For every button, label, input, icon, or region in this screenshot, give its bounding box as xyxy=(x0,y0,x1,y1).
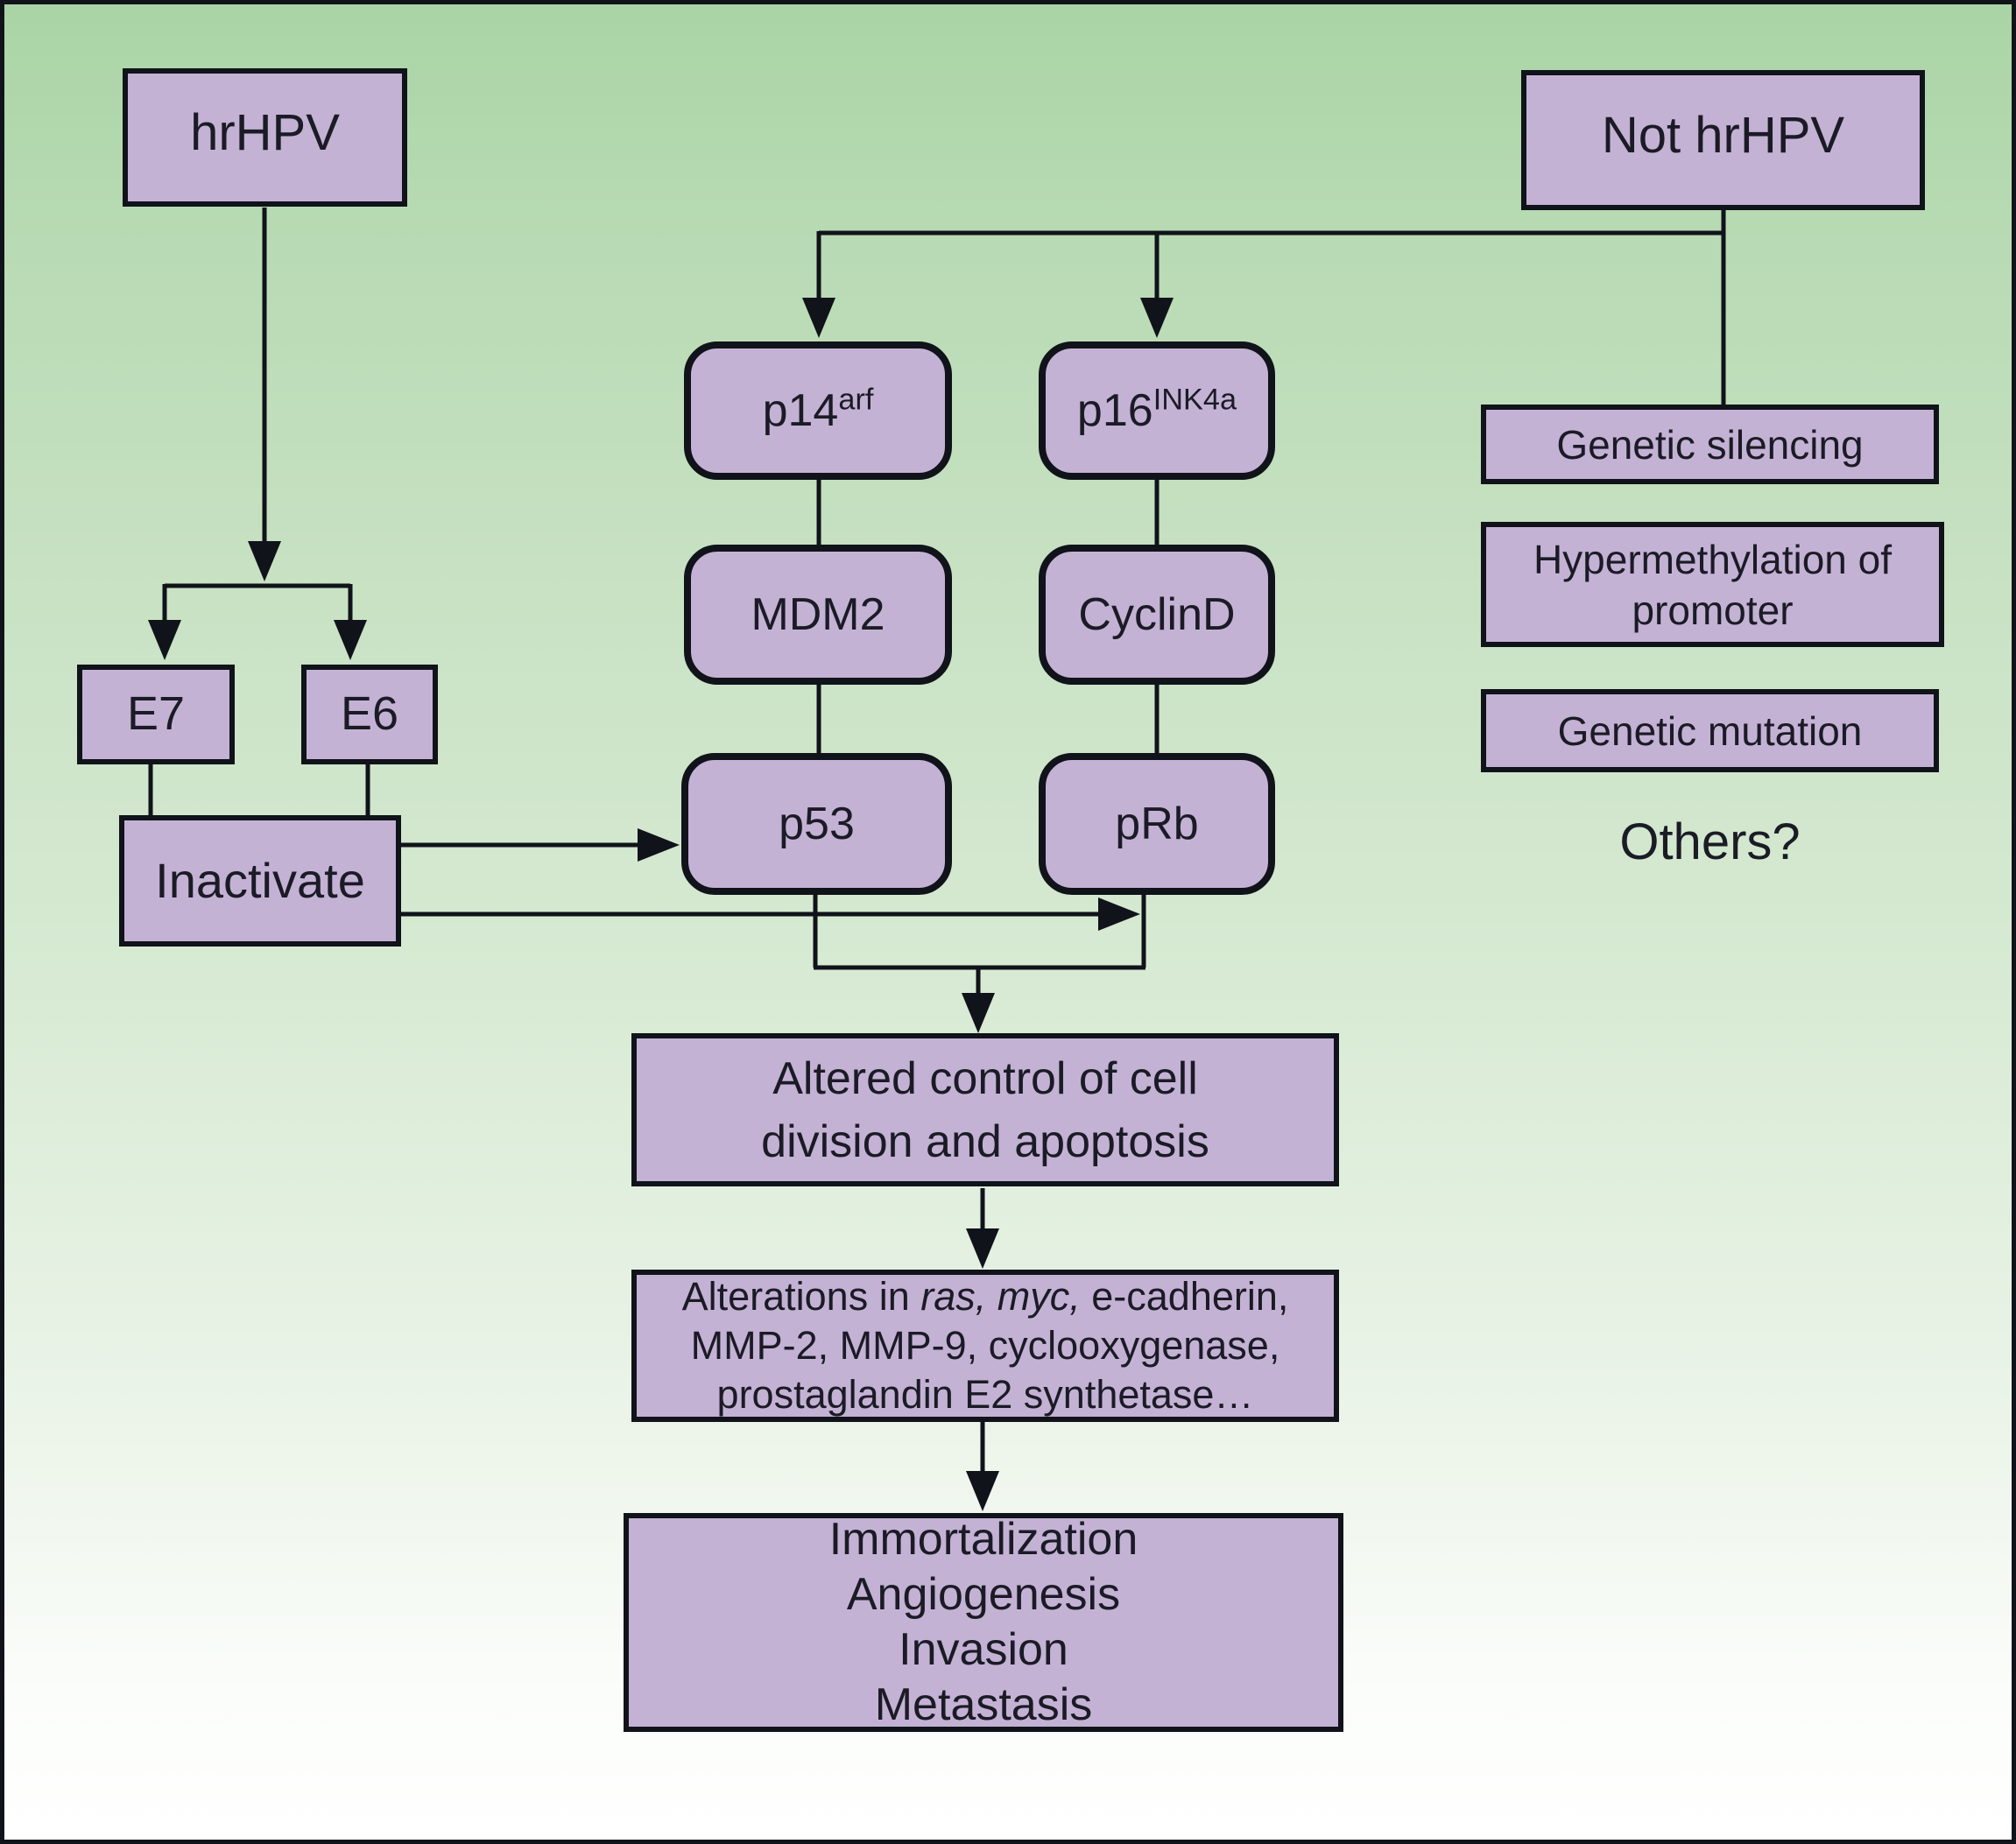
outcome-metastasis: Metastasis xyxy=(874,1679,1093,1730)
node-p16ink4a-label: p16INK4a xyxy=(1076,383,1237,436)
connector-p53-prb-junction xyxy=(813,895,1146,1033)
node-mdm2: MDM2 xyxy=(684,545,952,685)
connector-e7-e6-inactivate xyxy=(148,763,370,817)
node-genetic-silencing-label: Genetic silencing xyxy=(1556,421,1864,468)
node-alterations: Alterations in ras, myc, e-cadherin, MMP… xyxy=(631,1270,1339,1422)
node-cyclind-label: CyclinD xyxy=(1078,588,1236,640)
arrow-right-icon xyxy=(1098,897,1140,931)
arrow-down-icon xyxy=(966,1471,999,1511)
arrow-down-icon xyxy=(1140,298,1174,338)
outcome-angiogenesis: Angiogenesis xyxy=(846,1569,1121,1620)
node-e7: E7 xyxy=(77,665,235,764)
connector-altered-alterations xyxy=(966,1188,999,1269)
node-hypermethylation-line1: Hypermethylation of xyxy=(1533,536,1893,582)
others-label: Others? xyxy=(1619,813,1801,870)
node-p53-label: p53 xyxy=(779,798,855,849)
node-e6: E6 xyxy=(301,665,438,764)
arrow-down-icon xyxy=(966,1228,999,1269)
alterations-italic-genes: ras, myc, xyxy=(920,1274,1081,1319)
arrow-down-icon xyxy=(248,541,281,581)
node-genetic-mutation-label: Genetic mutation xyxy=(1557,707,1863,754)
connector-inactivate-p53 xyxy=(401,828,680,862)
node-altered-control: Altered control of cell division and apo… xyxy=(631,1033,1339,1186)
connector-alterations-outcomes xyxy=(966,1422,999,1511)
node-hrhpv: hrHPV xyxy=(123,68,407,207)
arrow-right-icon xyxy=(638,828,680,862)
node-p14arf: p14arf xyxy=(684,341,952,480)
node-alterations-line2: MMP-2, MMP-9, cyclooxygenase, xyxy=(690,1323,1280,1368)
node-alterations-line1: Alterations in ras, myc, e-cadherin, xyxy=(681,1274,1289,1319)
node-altered-control-line1: Altered control of cell xyxy=(772,1052,1198,1104)
node-hypermethylation-line2: promoter xyxy=(1632,587,1794,633)
node-genetic-mutation: Genetic mutation xyxy=(1481,689,1939,772)
arrow-down-icon xyxy=(802,298,835,338)
node-outcomes: Immortalization Angiogenesis Invasion Me… xyxy=(624,1513,1343,1732)
node-mdm2-label: MDM2 xyxy=(751,588,885,640)
node-genetic-silencing: Genetic silencing xyxy=(1481,405,1939,484)
node-e7-label: E7 xyxy=(126,687,186,741)
node-p16ink4a: p16INK4a xyxy=(1039,341,1275,480)
node-not-hrhpv-label: Not hrHPV xyxy=(1601,106,1845,164)
p14-superscript: arf xyxy=(838,383,874,417)
node-inactivate: Inactivate xyxy=(119,815,401,947)
arrow-down-icon xyxy=(148,620,181,660)
arrow-down-icon xyxy=(962,993,995,1033)
node-cyclind: CyclinD xyxy=(1039,545,1275,685)
node-e6-label: E6 xyxy=(340,687,399,741)
node-p14arf-label: p14arf xyxy=(762,383,874,436)
arrow-down-icon xyxy=(334,620,367,660)
connector-nothrhpv-branch xyxy=(802,210,1726,406)
connector-hrhpv-split xyxy=(148,208,367,660)
node-inactivate-label: Inactivate xyxy=(155,853,365,908)
outcome-invasion: Invasion xyxy=(899,1624,1068,1675)
p16-superscript: INK4a xyxy=(1153,383,1237,417)
node-altered-control-line2: division and apoptosis xyxy=(761,1116,1209,1167)
connector-inactivate-prb xyxy=(401,897,1140,931)
node-prb-label: pRb xyxy=(1115,798,1199,849)
node-hypermethylation: Hypermethylation of promoter xyxy=(1481,522,1944,647)
node-prb: pRb xyxy=(1039,753,1275,895)
node-not-hrhpv: Not hrHPV xyxy=(1521,70,1925,210)
node-p53: p53 xyxy=(681,753,952,895)
node-alterations-line3: prostaglandin E2 synthetase… xyxy=(716,1372,1254,1417)
outcome-immortalization: Immortalization xyxy=(828,1514,1138,1565)
node-hrhpv-label: hrHPV xyxy=(190,103,340,161)
